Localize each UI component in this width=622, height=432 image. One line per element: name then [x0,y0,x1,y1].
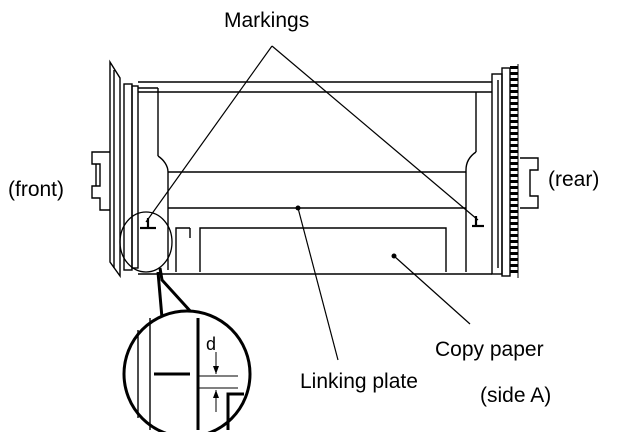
gear-tooth [510,96,518,99]
label-copy-paper: Copy paper [435,338,544,361]
gear-tooth [510,216,518,219]
detail-connector-left [156,271,164,319]
gear-tooth [510,138,518,141]
label-linking-plate: Linking plate [300,370,418,393]
gear-tooth [510,198,518,201]
gear-tooth [510,204,518,207]
label-front: (front) [8,178,64,201]
label-side-a: (side A) [480,384,551,407]
gear-tooth [510,132,518,135]
detail-connector [158,267,204,326]
gear-tooth [510,90,518,93]
drum-body [138,81,492,275]
marking-rear [472,216,484,228]
detail-callout-ellipse [119,211,173,273]
copy-paper-dot [391,253,397,259]
gear-tooth [510,258,518,261]
gear-tooth [510,228,518,231]
gear-tooth [510,150,518,153]
gear-tooth [510,72,518,75]
gear-tooth [510,168,518,171]
gear-tooth [510,186,518,189]
gear-tooth [510,192,518,195]
arrow-up-icon [213,390,219,398]
gear-tooth [510,126,518,129]
label-rear: (rear) [548,168,599,191]
leader-lines [145,45,479,361]
gear-tooth [510,270,518,273]
gear-tooth [510,84,518,87]
gear-tooth [510,246,518,249]
gear-tooth [510,234,518,237]
front-flange [91,59,158,279]
gear-tooth [510,222,518,225]
gear-tooth [510,240,518,243]
gear-tooth [510,66,518,69]
gear-tooth [510,102,518,105]
gear-tooth [510,108,518,111]
label-d: d [206,334,216,354]
label-markings: Markings [224,9,309,32]
gear-tooth [510,210,518,213]
gear-tooth [510,120,518,123]
gear-tooth [510,114,518,117]
copy-paper-sheet [175,227,447,272]
arrow-down-icon [213,366,219,374]
gear-tooth [510,264,518,267]
gear-tooth [510,144,518,147]
gear-tooth [510,162,518,165]
rear-flange [491,67,539,277]
linking-plate-dot [295,205,301,211]
gear-tooth [510,174,518,177]
gear-tooth [510,156,518,159]
drive-gear-icon [510,64,519,278]
gear-tooth [510,252,518,255]
detail-magnified-view [122,309,252,432]
gear-tooth [510,78,518,81]
gear-tooth [510,180,518,183]
